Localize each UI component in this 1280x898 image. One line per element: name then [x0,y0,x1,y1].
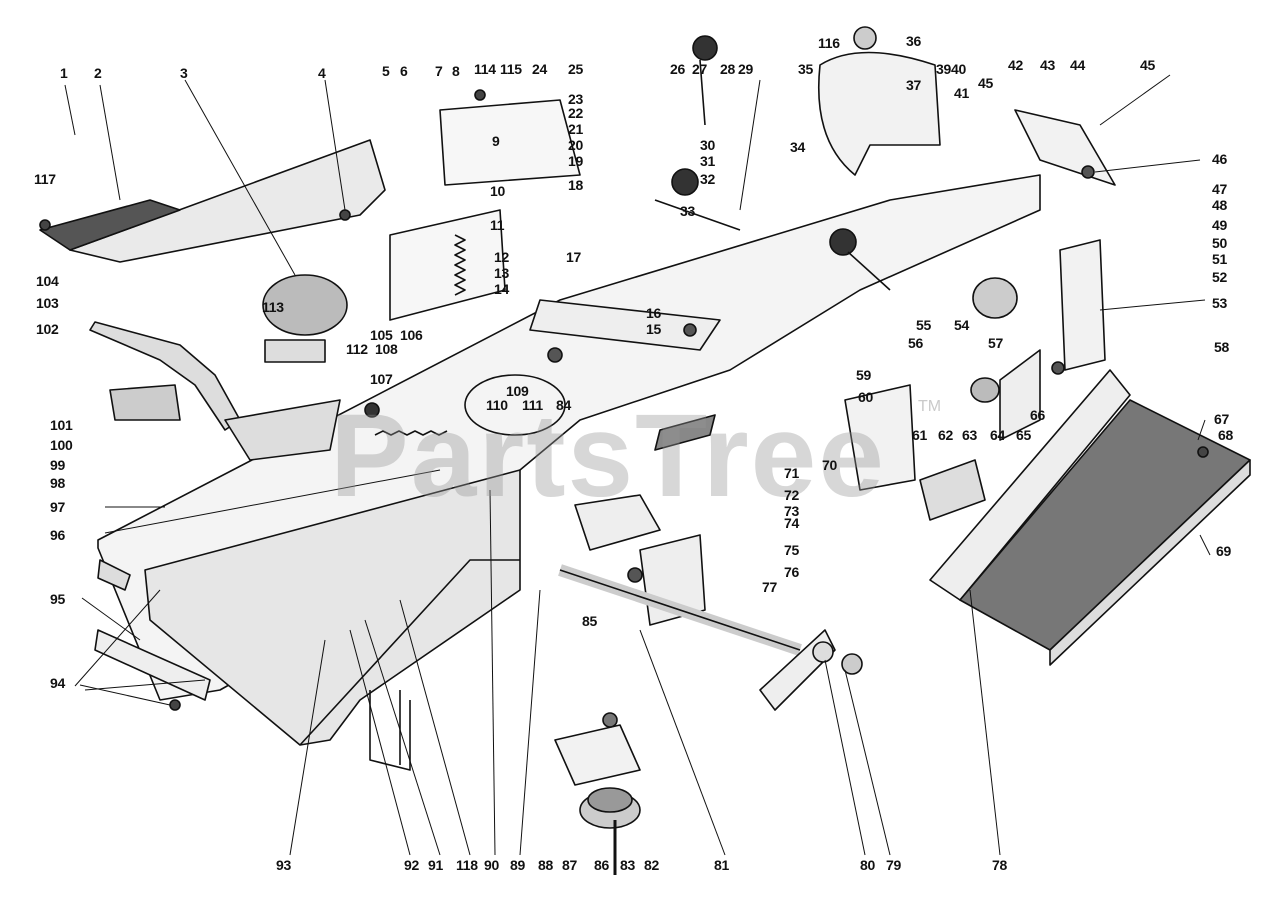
pulley-bracket [554,724,641,786]
bracket-44 [1014,109,1116,186]
mount-bracket-58 [844,384,916,491]
hood-panel [69,139,386,263]
knob-48 [829,228,857,256]
tension-spring [654,414,716,451]
axle-bracket [574,494,661,551]
solenoid [262,274,348,336]
seat-bracket [817,51,941,176]
bracket-65 [999,349,1041,441]
spring-108 [374,430,448,436]
control-plate [439,99,581,186]
watermark-trademark: TM [918,398,942,415]
callout-ellipse [464,374,566,436]
chassis-side-panel [144,469,521,746]
footrest [929,369,1131,601]
bracket-52 [1059,239,1106,371]
bracket-94 [94,629,211,701]
pulley-50 [972,277,1018,319]
cap-78 [841,653,863,675]
knob-32 [671,168,699,196]
knob-27 [692,35,718,61]
hood-grille [39,199,181,251]
spring-14 [454,234,466,296]
